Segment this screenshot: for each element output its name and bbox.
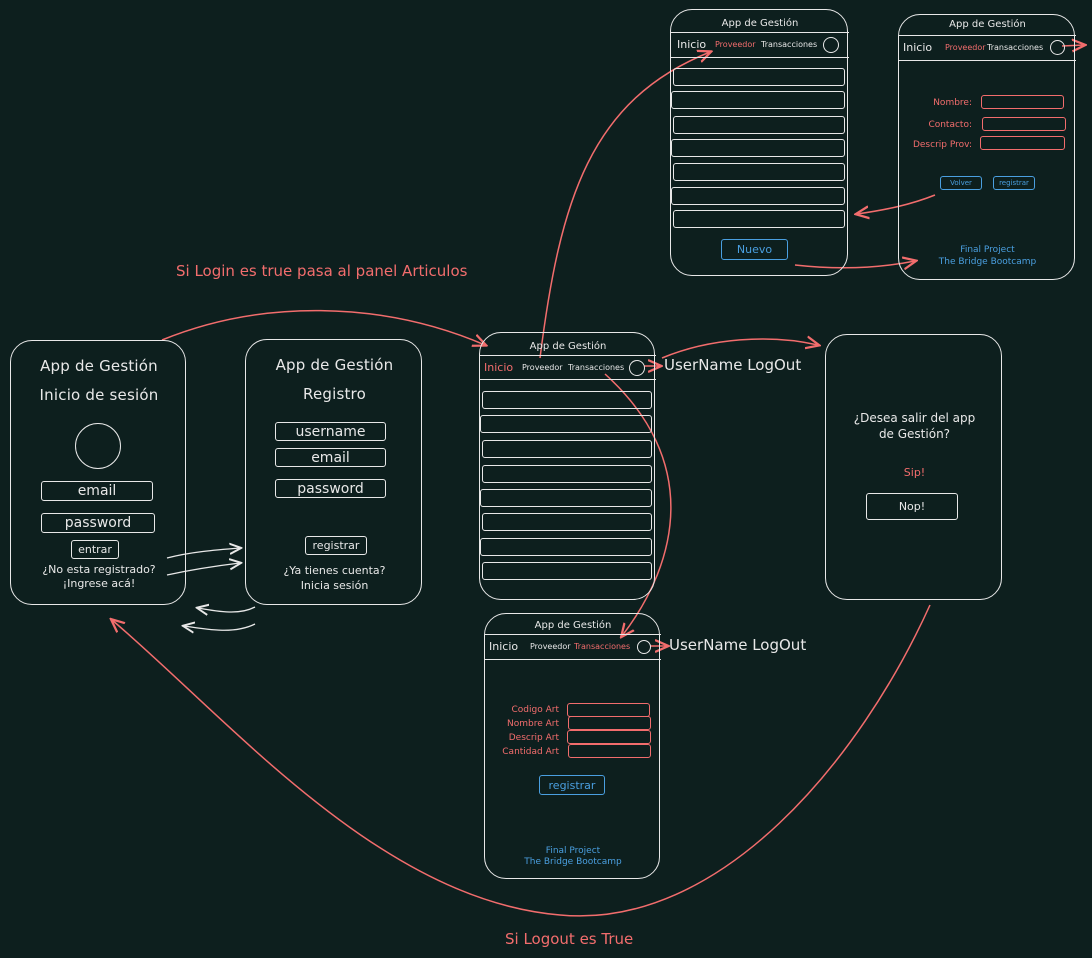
footer-line-1: Final Project bbox=[960, 245, 1015, 255]
description-field[interactable] bbox=[980, 136, 1065, 150]
name-label: Nombre: bbox=[933, 98, 972, 108]
yes-button[interactable]: Sip! bbox=[903, 466, 926, 479]
nav-bar: Inicio Proveedor Transacciones bbox=[671, 32, 849, 58]
username-logout-main[interactable]: UserName LogOut bbox=[664, 356, 802, 374]
login-subtitle: Inicio de sesión bbox=[39, 386, 159, 404]
email-field[interactable]: email bbox=[275, 448, 386, 467]
nav-transactions[interactable]: Transacciones bbox=[574, 642, 631, 651]
app-title: App de Gestión bbox=[534, 620, 612, 631]
register-link[interactable]: ¡Ingrese acá! bbox=[62, 577, 136, 590]
nav-provider[interactable]: Proveedor bbox=[945, 43, 986, 52]
list-item[interactable] bbox=[482, 391, 652, 409]
no-button[interactable]: Nop! bbox=[866, 493, 958, 520]
list-item[interactable] bbox=[482, 440, 652, 458]
nav-transactions[interactable]: Transacciones bbox=[568, 363, 625, 372]
enter-button[interactable]: entrar bbox=[71, 540, 119, 559]
register-button[interactable]: registrar bbox=[539, 775, 605, 795]
new-button[interactable]: Nuevo bbox=[721, 239, 788, 260]
register-submit-button[interactable]: registrar bbox=[305, 536, 367, 555]
list-item[interactable] bbox=[480, 415, 652, 433]
nav-provider[interactable]: Proveedor bbox=[715, 40, 756, 49]
nav-home[interactable]: Inicio bbox=[677, 38, 707, 51]
name-label: Nombre Art bbox=[506, 719, 559, 729]
logout-dialog-screen: ¿Desea salir del app de Gestión? Sip! No… bbox=[825, 334, 1002, 600]
password-field[interactable]: password bbox=[275, 479, 386, 498]
nav-transactions[interactable]: Transacciones bbox=[987, 43, 1044, 52]
user-icon[interactable] bbox=[1050, 40, 1065, 55]
username-logout-transactions[interactable]: UserName LogOut bbox=[669, 636, 807, 654]
list-item[interactable] bbox=[482, 562, 652, 580]
app-title: App de Gestión bbox=[529, 341, 607, 352]
nav-home[interactable]: Inicio bbox=[484, 361, 514, 374]
app-title: App de Gestión bbox=[949, 19, 1026, 30]
code-field[interactable] bbox=[567, 703, 650, 717]
contact-field[interactable] bbox=[982, 117, 1066, 131]
arrow-register-to-login-2 bbox=[184, 624, 256, 630]
user-icon[interactable] bbox=[637, 640, 651, 654]
arrow-register-to-login-1 bbox=[198, 607, 256, 612]
login-flow-note: Si Login es true pasa al panel Articulos bbox=[176, 262, 468, 280]
list-item[interactable] bbox=[673, 116, 845, 134]
app-title: App de Gestión bbox=[40, 357, 158, 375]
login-prompt: ¿Ya tienes cuenta? bbox=[283, 564, 386, 577]
nav-bar: Inicio Proveedor Transacciones bbox=[485, 634, 661, 660]
list-item[interactable] bbox=[671, 139, 845, 157]
list-item[interactable] bbox=[480, 489, 652, 507]
username-field[interactable]: username bbox=[275, 422, 386, 441]
user-icon[interactable] bbox=[823, 37, 839, 53]
description-label: Descrip Art bbox=[508, 733, 559, 743]
password-field[interactable]: password bbox=[41, 513, 155, 533]
list-item[interactable] bbox=[673, 210, 845, 228]
name-field[interactable] bbox=[981, 95, 1064, 109]
avatar bbox=[75, 423, 121, 469]
transactions-screen: App de Gestión Inicio Proveedor Transacc… bbox=[484, 613, 661, 879]
register-subtitle: Registro bbox=[303, 385, 366, 403]
nav-home[interactable]: Inicio bbox=[903, 41, 933, 54]
app-title: App de Gestión bbox=[275, 356, 394, 374]
register-button[interactable]: registrar bbox=[993, 176, 1035, 190]
contact-label: Contacto: bbox=[928, 120, 972, 130]
quantity-label: Cantidad Art bbox=[502, 747, 559, 757]
register-screen: App de Gestión Registro username email p… bbox=[245, 339, 422, 605]
logout-question-line-2: de Gestión? bbox=[878, 427, 951, 441]
list-item[interactable] bbox=[671, 91, 845, 109]
footer-line-1: Final Project bbox=[545, 846, 601, 856]
provider-list-screen: App de Gestión Inicio Proveedor Transacc… bbox=[670, 9, 849, 276]
email-field[interactable]: email bbox=[41, 481, 153, 501]
list-item[interactable] bbox=[673, 163, 845, 181]
footer-line-2: The Bridge Bootcamp bbox=[938, 257, 1037, 267]
logout-question-line-1: ¿Desea salir del app bbox=[853, 411, 976, 425]
nav-home[interactable]: Inicio bbox=[489, 640, 519, 653]
main-panel-screen: App de Gestión Inicio Proveedor Transacc… bbox=[479, 332, 656, 600]
list-item[interactable] bbox=[480, 538, 652, 556]
nav-provider[interactable]: Proveedor bbox=[530, 642, 571, 651]
user-icon[interactable] bbox=[629, 360, 645, 376]
quantity-field[interactable] bbox=[568, 744, 651, 758]
login-screen: App de Gestión Inicio de sesión email pa… bbox=[10, 340, 186, 605]
footer-line-2: The Bridge Bootcamp bbox=[524, 857, 622, 867]
code-label: Codigo Art bbox=[511, 705, 559, 715]
name-field[interactable] bbox=[568, 716, 651, 730]
register-prompt: ¿No esta registrado? bbox=[42, 563, 156, 576]
list-item[interactable] bbox=[673, 68, 845, 86]
logout-flow-note: Si Logout es True bbox=[505, 930, 634, 948]
list-item[interactable] bbox=[482, 465, 652, 483]
nav-provider[interactable]: Proveedor bbox=[522, 363, 563, 372]
login-link[interactable]: Inicia sesión bbox=[300, 579, 369, 592]
list-item[interactable] bbox=[482, 513, 652, 531]
nav-transactions[interactable]: Transacciones bbox=[761, 40, 818, 49]
nav-bar: Inicio Proveedor Transacciones bbox=[480, 355, 656, 380]
list-item[interactable] bbox=[671, 187, 845, 205]
description-label: Descrip Prov: bbox=[912, 140, 972, 150]
provider-form-screen: App de Gestión Inicio Proveedor Transacc… bbox=[898, 14, 1076, 280]
description-field[interactable] bbox=[567, 730, 651, 744]
app-title: App de Gestión bbox=[721, 18, 799, 29]
back-button[interactable]: Volver bbox=[940, 176, 982, 190]
nav-bar: Inicio Proveedor Transacciones bbox=[899, 35, 1076, 61]
